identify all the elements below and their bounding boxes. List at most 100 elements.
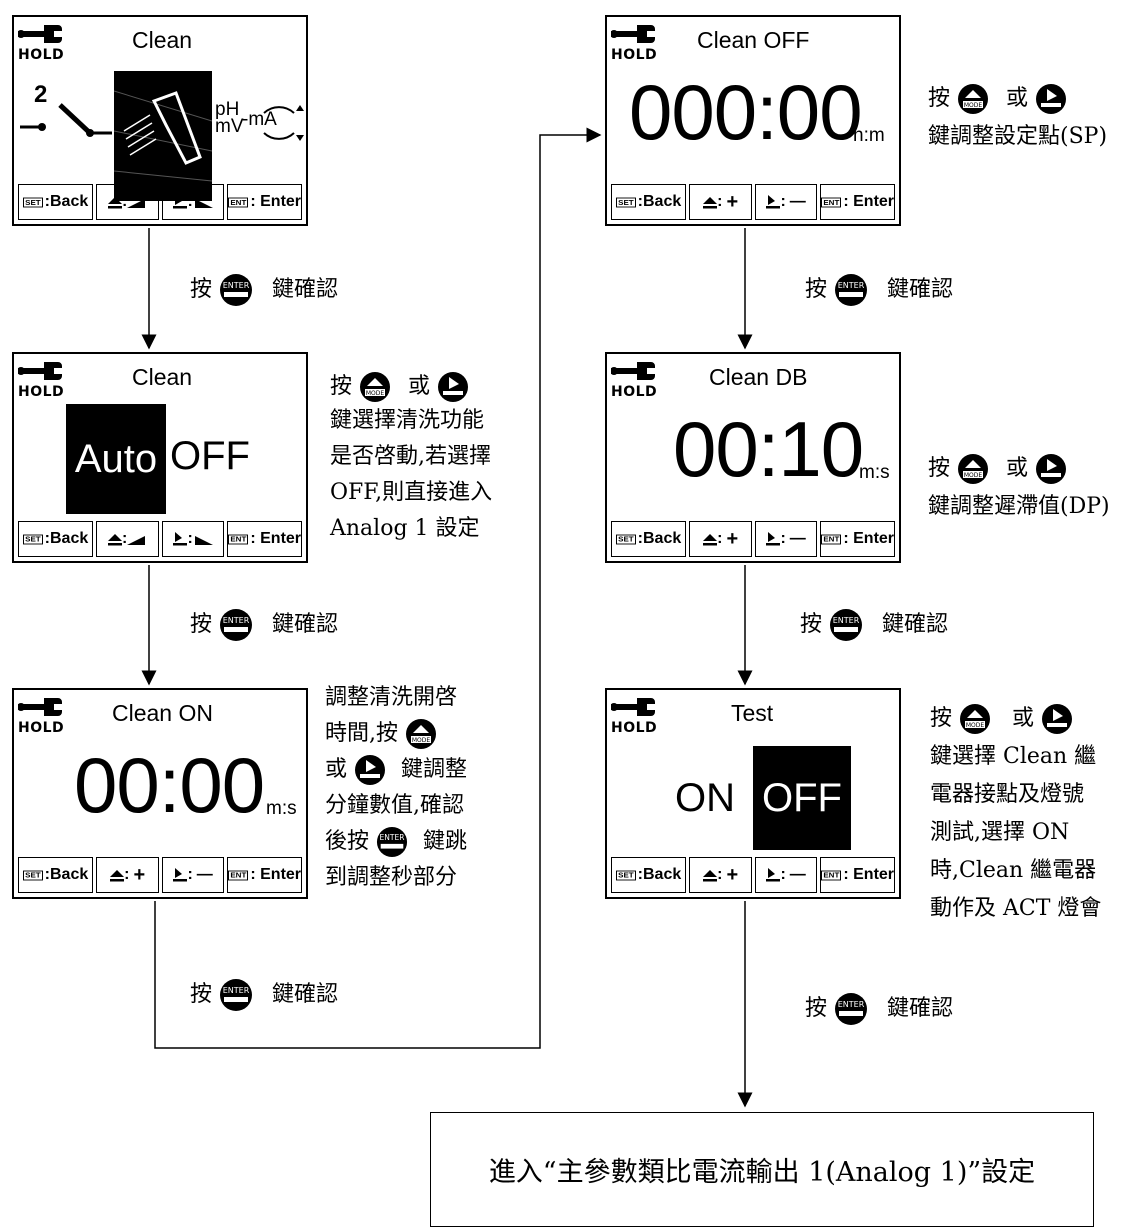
softkey-bar: SET:Back :+ :— ENT: Enter — [18, 857, 303, 893]
screen-clean-on: HOLD Clean ON 00:00 m:s SET:Back :+ :— E… — [12, 688, 308, 899]
back-key[interactable]: SET:Back — [18, 857, 94, 893]
final-step-box: 進入“主參數類比電流輸出 1(Analog 1)”設定 — [430, 1112, 1094, 1227]
option-selected[interactable]: OFF — [753, 746, 851, 850]
svg-text:ENTER: ENTER — [223, 986, 250, 995]
right-key-icon — [1036, 84, 1067, 114]
svg-text:ENTER: ENTER — [223, 616, 250, 625]
softkey-bar: SET:Back : : ENT: Enter — [18, 521, 303, 557]
confirm-note-1: 按 ENTER 鍵確認 — [190, 273, 338, 307]
softkey-bar: SET:Back :+ :— ENT: Enter — [611, 521, 896, 557]
screen-clean-relay: HOLD Clean 2 pH mV -mA SET:Back : : ENT:… — [12, 15, 308, 226]
right-key[interactable]: :— — [754, 521, 818, 557]
enter-key-icon: ENTER — [220, 979, 253, 1011]
time-value: 000:00 — [629, 68, 863, 156]
up-key[interactable]: : — [96, 184, 159, 220]
svg-text:ENTER: ENTER — [223, 281, 250, 290]
mode-up-key-icon: MODE — [960, 704, 991, 734]
enter-key[interactable]: ENT: Enter — [227, 184, 303, 220]
right-key-icon — [355, 755, 386, 785]
option-off[interactable]: OFF — [170, 434, 250, 478]
right-key-icon — [1036, 454, 1067, 484]
back-key[interactable]: SET:Back — [611, 857, 687, 893]
hold-wrench-icon: HOLD — [18, 358, 64, 400]
enter-key[interactable]: ENT: Enter — [227, 521, 303, 557]
ma-label: -mA — [242, 109, 277, 130]
screen-title: Clean ON — [112, 700, 213, 726]
screen-title: Test — [731, 700, 774, 726]
hold-wrench-icon: HOLD — [611, 694, 657, 736]
enter-key-icon: ENTER — [835, 274, 868, 306]
svg-text:ENTER: ENTER — [838, 281, 865, 290]
time-unit: m:s — [266, 798, 297, 819]
softkey-bar: SET:Back :+ :— ENT: Enter — [611, 184, 896, 220]
back-key[interactable]: SET:Back — [18, 521, 94, 557]
time-unit: m:s — [859, 462, 890, 483]
svg-text:ENTER: ENTER — [838, 1000, 865, 1009]
hold-label: HOLD — [18, 47, 65, 63]
mode-up-key-icon: MODE — [958, 454, 989, 484]
hold-wrench-icon: HOLD — [611, 358, 657, 400]
enter-key-icon: ENTER — [376, 826, 408, 858]
up-key[interactable]: :+ — [689, 184, 752, 220]
hold-label: HOLD — [18, 384, 65, 400]
right-key[interactable]: :— — [754, 857, 818, 893]
enter-key[interactable]: ENT: Enter — [227, 857, 303, 893]
enter-key[interactable]: ENT: Enter — [820, 521, 896, 557]
back-key[interactable]: SET:Back — [611, 521, 687, 557]
enter-key-icon: ENTER — [830, 609, 863, 641]
hold-wrench-icon: HOLD — [18, 21, 64, 63]
screen-clean-mode: HOLD Clean Auto OFF SET:Back : : ENT: En… — [12, 352, 308, 563]
enter-key[interactable]: ENT: Enter — [820, 857, 896, 893]
svg-text:MODE: MODE — [964, 472, 983, 479]
confirm-note-5: 按 ENTER 鍵確認 — [800, 608, 948, 642]
confirm-note-6: 按 ENTER 鍵確認 — [805, 992, 953, 1026]
arrow-3-4 — [154, 127, 602, 1049]
screen-title: Clean OFF — [697, 27, 810, 53]
mode-up-key-icon: MODE — [958, 84, 989, 114]
enter-key-icon: ENTER — [835, 993, 868, 1025]
right-key[interactable]: : — [161, 184, 225, 220]
screen-test: HOLD Test ON OFF SET:Back :+ :— ENT: Ent… — [605, 688, 901, 899]
svg-text:MODE: MODE — [366, 390, 385, 397]
side-note-2: 按 MODE 或 鍵選擇清洗功能 是否啓動,若選擇 OFF,則直接進入 Anal… — [330, 370, 492, 547]
up-key[interactable]: :+ — [689, 521, 752, 557]
final-step-text: 進入“主參數類比電流輸出 1(Analog 1)”設定 — [488, 1157, 1036, 1188]
right-key[interactable]: :— — [754, 184, 818, 220]
up-key[interactable]: :+ — [689, 857, 752, 893]
screen-clean-off: HOLD Clean OFF 000:00 h:m SET:Back :+ :—… — [605, 15, 901, 226]
up-key[interactable]: :+ — [96, 857, 159, 893]
hold-label: HOLD — [18, 720, 65, 736]
svg-text:MODE: MODE — [964, 102, 983, 109]
channel-number: 2 — [34, 81, 48, 108]
up-key[interactable]: : — [96, 521, 159, 557]
option-on[interactable]: ON — [675, 776, 735, 820]
clean-spray-icon — [114, 71, 212, 201]
svg-text:ENTER: ENTER — [380, 833, 405, 842]
right-key[interactable]: : — [161, 521, 225, 557]
svg-text:MODE: MODE — [412, 737, 431, 744]
back-key[interactable]: SET:Back — [611, 184, 687, 220]
hold-label: HOLD — [611, 47, 658, 63]
side-note-3: 調整清洗開啓 時間,按 MODE 或 鍵調整 分鐘數值,確認 後按 ENTER … — [325, 685, 468, 890]
screen-title: Clean DB — [709, 364, 808, 390]
softkey-bar: SET:Back : : ENT: Enter — [18, 184, 303, 220]
hold-label: HOLD — [611, 384, 658, 400]
enter-key[interactable]: ENT: Enter — [820, 184, 896, 220]
softkey-bar: SET:Back :+ :— ENT: Enter — [611, 857, 896, 893]
right-key-icon — [438, 372, 469, 402]
option-selected[interactable]: Auto — [66, 404, 166, 514]
enter-key-icon: ENTER — [220, 274, 253, 306]
screen-title: Clean — [132, 364, 193, 390]
svg-text:MODE: MODE — [966, 722, 985, 729]
right-key-icon — [1042, 704, 1073, 734]
relay-switch-icon — [20, 103, 112, 137]
svg-text:ENTER: ENTER — [833, 616, 860, 625]
side-note-5: 按 MODE 或 鍵調整遲滯值(DP) — [928, 450, 1110, 526]
right-key[interactable]: :— — [161, 857, 225, 893]
mode-up-key-icon: MODE — [406, 719, 436, 749]
mv-label: mV — [215, 116, 244, 137]
back-key[interactable]: SET:Back — [18, 184, 94, 220]
screen-clean-db: HOLD Clean DB 00:10 m:s SET:Back :+ :— E… — [605, 352, 901, 563]
mode-up-key-icon: MODE — [360, 372, 391, 402]
